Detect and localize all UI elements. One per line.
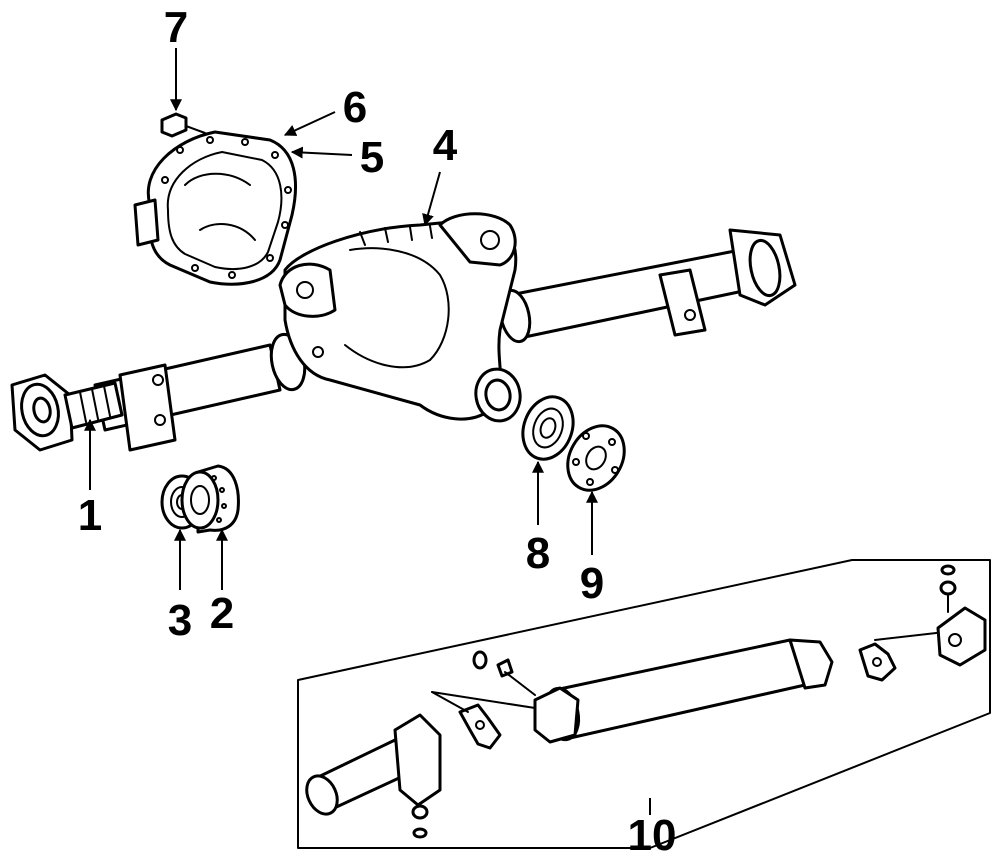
cover-bolt xyxy=(160,112,206,138)
callout-1: 1 xyxy=(78,491,102,540)
differential-carrier-housing xyxy=(278,212,522,423)
callout-2: 2 xyxy=(210,589,234,638)
callout-9: 9 xyxy=(580,559,604,608)
callout-3: 3 xyxy=(168,596,192,645)
differential-cover xyxy=(133,130,298,286)
callout-4: 4 xyxy=(433,121,458,170)
callout-8: 8 xyxy=(526,529,550,578)
side-bearing xyxy=(180,464,240,534)
axle-housing-right-tube xyxy=(498,228,797,344)
pinion-seal xyxy=(521,395,575,461)
callout-5: 5 xyxy=(360,133,384,182)
axle-shaft xyxy=(10,373,124,452)
pinion-flange xyxy=(566,424,626,492)
driveshaft-assembly xyxy=(305,564,987,839)
callout-6: 6 xyxy=(343,83,367,132)
callout-labels: 7 6 5 4 1 3 2 8 9 10 xyxy=(78,3,677,860)
driveshaft-assembly-box xyxy=(297,559,991,849)
callout-10: 10 xyxy=(628,811,677,860)
axle-housing-left-tube xyxy=(93,332,307,452)
callout-7: 7 xyxy=(164,3,188,52)
leader-lines xyxy=(84,48,651,815)
